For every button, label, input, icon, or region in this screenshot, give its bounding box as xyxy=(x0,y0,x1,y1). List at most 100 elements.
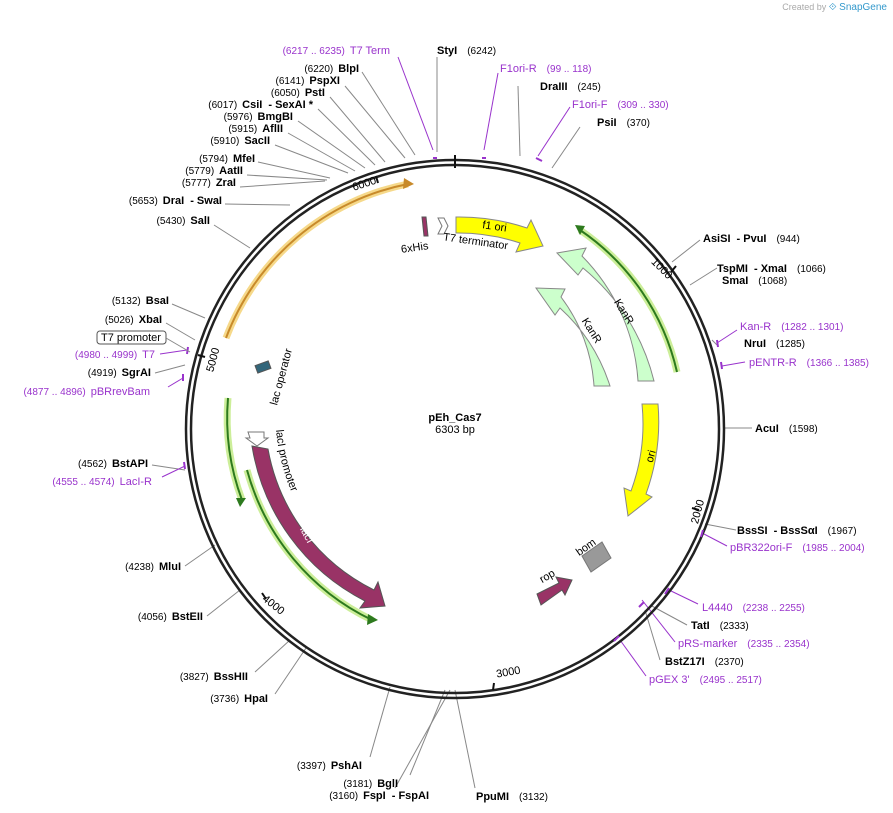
site-sgrai[interactable]: (4919) SgrAI xyxy=(88,367,151,379)
site-mlui[interactable]: (4238)MluI xyxy=(125,561,181,573)
site-sali[interactable]: (5430)SalI xyxy=(157,215,210,227)
primer-l4440[interactable]: L4440(2238 .. 2255) xyxy=(702,602,805,614)
plasmid-name: pEh_Cas7 xyxy=(428,412,481,424)
rop-label: rop xyxy=(538,567,558,585)
primer-t7[interactable]: (4980 .. 4999)T7 xyxy=(75,349,155,361)
site-bgli-name: BglI xyxy=(377,778,398,790)
primer-pbr322ori-f[interactable]: pBR322ori-F(1985 .. 2004) xyxy=(730,542,865,554)
site-nrui[interactable]: NruI (1285) xyxy=(744,338,805,350)
site-bsssi[interactable]: BssSI- BssSαI(1967) xyxy=(737,525,857,537)
primer-pentr-r-name: pENTR-R xyxy=(749,357,797,369)
site-hpai-name: HpaI xyxy=(244,693,268,705)
t7-promoter-label: T7 promoter xyxy=(101,332,161,344)
site-hpai[interactable]: (3736)HpaI xyxy=(210,693,268,705)
site-draiii[interactable]: DraIII (245) xyxy=(540,81,601,93)
primer-f1ori-r-name: F1ori-R xyxy=(500,63,537,75)
site-aflii[interactable]: (5915) AflII xyxy=(228,123,283,135)
site-bsai-name: BsaI xyxy=(146,295,169,307)
site-pshai[interactable]: (3397)PshAI xyxy=(297,760,362,772)
site-bstz17i-pos: (2370) xyxy=(715,657,744,668)
restriction-site-labels: StyI(6242) (6220)BlpI (6141)PspXI (6050)… xyxy=(78,45,857,803)
ori-label: ori xyxy=(644,449,659,464)
primer-t7term[interactable]: (6217 .. 6235)T7 Term xyxy=(283,45,390,57)
site-aatii[interactable]: (5779)AatII xyxy=(185,165,243,177)
site-asisi-name: AsiSI xyxy=(703,233,731,245)
primer-kan-r[interactable]: Kan-R(1282 .. 1301) xyxy=(740,321,843,333)
primer-f1ori-f[interactable]: F1ori-F(309 .. 330) xyxy=(572,99,669,111)
right-green-arc-arrowhead xyxy=(575,225,585,235)
primer-f1ori-f-name: F1ori-F xyxy=(572,99,608,111)
site-nrui-pos: (1285) xyxy=(776,339,805,350)
primer-pgex3[interactable]: pGEX 3'(2495 .. 2517) xyxy=(649,674,762,686)
site-bstz17i[interactable]: BstZ17I(2370) xyxy=(665,656,744,668)
t7-promoter-leader xyxy=(165,337,191,353)
laci-feature xyxy=(251,445,386,609)
primer-pbrrevbam[interactable]: (4877 .. 4896)pBRrevBam xyxy=(23,386,150,398)
site-bsshii[interactable]: (3827) BssHII xyxy=(180,671,248,683)
site-xbai[interactable]: (5026)XbaI xyxy=(105,314,162,326)
site-acui-pos: (1598) xyxy=(789,424,818,435)
site-sgrai-name: SgrAI xyxy=(122,367,151,379)
snapgene-branding: Created by ⟐ SnapGene xyxy=(782,2,887,13)
plasmid-length: 6303 bp xyxy=(435,424,475,436)
site-styi[interactable]: StyI(6242) xyxy=(437,45,496,57)
scale-labels: 1000 2000 3000 4000 5000 6000 xyxy=(204,175,707,681)
site-draiii-name: DraIII xyxy=(540,81,568,93)
site-nrui-name: NruI xyxy=(744,338,766,350)
site-xbai-name: XbaI xyxy=(139,314,162,326)
primer-pbrrevbam-name: pBRrevBam xyxy=(91,386,150,398)
site-bsshii-pos: (3827) xyxy=(180,672,209,683)
site-drai-name: DraI xyxy=(163,195,184,207)
site-draiii-pos: (245) xyxy=(578,82,601,93)
snapgene-logo-icon: ⟐ xyxy=(828,2,837,13)
primer-kan-r-range: (1282 .. 1301) xyxy=(781,322,843,333)
site-sgrai-pos: (4919) xyxy=(88,368,117,379)
site-fspi-pos: (3160) xyxy=(329,791,358,802)
site-mlui-name: MluI xyxy=(159,561,181,573)
site-styi-pos: (6242) xyxy=(467,46,496,57)
primer-prs-marker[interactable]: pRS-marker(2335 .. 2354) xyxy=(678,638,810,650)
primer-f1ori-r[interactable]: F1ori-R(99 .. 118) xyxy=(500,63,592,75)
site-bgli[interactable]: (3181)BglI xyxy=(343,778,398,790)
t7-promoter-box[interactable]: T7 promoter xyxy=(96,330,167,345)
site-psti[interactable]: (6050)PstI xyxy=(271,87,325,99)
site-tati[interactable]: TatI(2333) xyxy=(691,620,749,632)
site-aflii-name: AflII xyxy=(262,123,283,135)
site-blpi[interactable]: (6220)BlpI xyxy=(304,63,359,75)
site-asisi[interactable]: AsiSI- PvuI(944) xyxy=(703,233,800,245)
site-bsteii[interactable]: (4056)BstEII xyxy=(138,611,203,623)
site-zrai[interactable]: (5777)ZraI xyxy=(182,177,236,189)
site-pspxi[interactable]: (6141)PspXI xyxy=(276,75,340,87)
primer-t7term-name: T7 Term xyxy=(350,45,390,57)
site-tati-name: TatI xyxy=(691,620,710,632)
site-asisi-pos: (944) xyxy=(776,234,799,245)
orange-feature-arc xyxy=(222,180,409,340)
orange-feature-arrowhead xyxy=(403,178,414,189)
site-psii[interactable]: PsiI(370) xyxy=(597,117,650,129)
site-smai[interactable]: SmaI(1068) xyxy=(722,275,787,287)
site-bsshii-name: BssHII xyxy=(214,671,248,683)
site-bsai-pos: (5132) xyxy=(112,296,141,307)
kanr-label-outer: KanR xyxy=(611,297,636,327)
right-green-arc-core xyxy=(579,229,678,373)
primer-prs-marker-range: (2335 .. 2354) xyxy=(747,639,809,650)
left-green-arc-large-core xyxy=(246,469,373,621)
site-aflii-pos: (5915) xyxy=(228,124,257,135)
site-pspxi-name: PspXI xyxy=(309,75,340,87)
site-csii[interactable]: (6017)CsiI- SexAI * xyxy=(208,99,313,111)
site-acui[interactable]: AcuI(1598) xyxy=(755,423,818,435)
primer-pbr322ori-f-name: pBR322ori-F xyxy=(730,542,793,554)
site-bstapi[interactable]: (4562)BstAPI xyxy=(78,458,148,470)
site-mfei[interactable]: (5794)MfeI xyxy=(199,153,255,165)
site-fspi[interactable]: (3160)FspI- FspAI xyxy=(329,790,429,802)
primer-pentr-r[interactable]: pENTR-R(1366 .. 1385) xyxy=(749,357,869,369)
site-bsai[interactable]: (5132) BsaI xyxy=(112,295,169,307)
site-ppumi[interactable]: PpuMI(3132) xyxy=(476,791,548,803)
site-drai[interactable]: (5653)DraI- SwaI xyxy=(129,195,222,207)
site-sali-pos: (5430) xyxy=(157,216,186,227)
site-sacii[interactable]: (5910)SacII xyxy=(210,135,270,147)
site-tspmi[interactable]: TspMI- XmaI(1066) xyxy=(717,263,826,275)
site-bmgbi[interactable]: (5976)BmgBI xyxy=(224,111,293,123)
primer-laci-r[interactable]: (4555 .. 4574)LacI-R xyxy=(52,476,152,488)
